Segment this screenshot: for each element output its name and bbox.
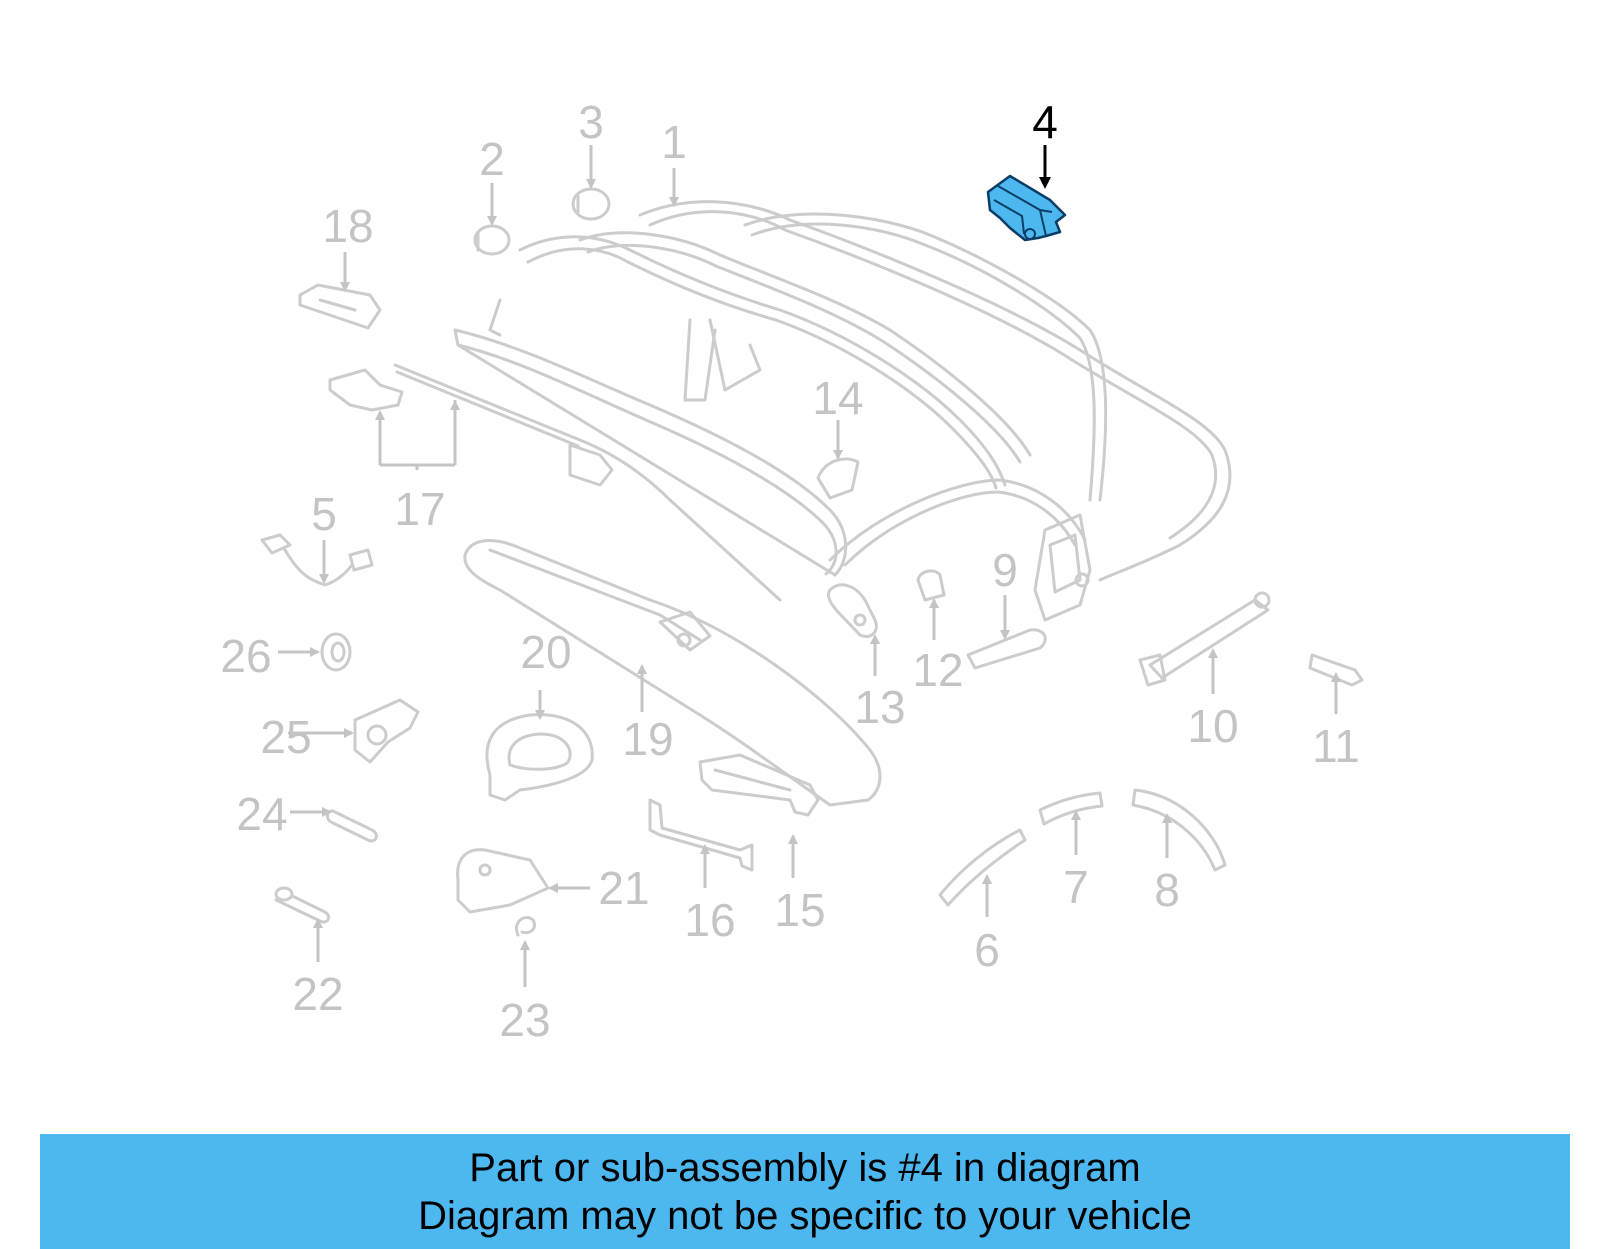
part-11 [1308,653,1364,687]
part-24 [325,809,378,843]
callout-7: 7 [1063,861,1089,913]
convertible-top-frame [453,200,1232,622]
callout-5: 5 [311,488,337,540]
part-9 [966,628,1047,670]
part-15 [698,753,820,817]
callout-2: 2 [479,133,505,185]
callout-13: 13 [854,681,905,733]
part-12 [916,569,946,602]
callout-4: 4 [1032,96,1058,148]
banner-line-2: Diagram may not be specific to your vehi… [418,1194,1192,1238]
callout-23: 23 [499,994,550,1046]
leader-lines [278,145,1341,987]
info-banner: Part or sub-assembly is #4 in diagram Di… [40,1134,1570,1249]
part-7 [1038,791,1104,826]
callout-19: 19 [622,713,673,765]
part-13 [826,583,878,638]
callout-24: 24 [236,788,287,840]
part-8 [1131,788,1227,872]
callout-numbers: 1 2 3 4 5 6 7 8 9 10 11 12 13 14 15 16 1… [220,96,1359,1046]
callout-22: 22 [292,968,343,1020]
callout-8: 8 [1154,864,1180,916]
part-3 [571,187,611,221]
part-26 [320,632,352,672]
part-21 [456,848,550,914]
callout-3: 3 [578,96,604,148]
callout-9: 9 [992,544,1018,596]
callout-25: 25 [260,711,311,763]
part-5 [260,533,374,587]
part-16 [648,798,754,872]
part-25 [353,698,420,764]
callout-6: 6 [974,924,1000,976]
callout-11: 11 [1312,720,1360,772]
callout-10: 10 [1187,700,1238,752]
part-19 [463,539,882,807]
part-17 [328,363,782,602]
part-6 [938,828,1027,907]
callout-15: 15 [774,884,825,936]
part-2 [473,224,511,256]
callout-1: 1 [661,116,687,168]
callout-16: 16 [684,894,735,946]
callout-12: 12 [912,644,963,696]
part-22 [274,886,331,924]
callout-18: 18 [322,200,373,252]
part-20 [485,713,594,802]
callout-21: 21 [598,862,649,914]
callout-14: 14 [812,372,863,424]
part-14 [816,457,860,500]
banner-line-1: Part or sub-assembly is #4 in diagram [469,1146,1141,1190]
part-18 [298,283,382,330]
part-23 [515,916,537,937]
callout-17: 17 [394,483,445,535]
callout-20: 20 [520,626,571,678]
part-4-highlighted [986,174,1067,242]
part-10 [1138,591,1271,687]
callout-26: 26 [220,630,271,682]
